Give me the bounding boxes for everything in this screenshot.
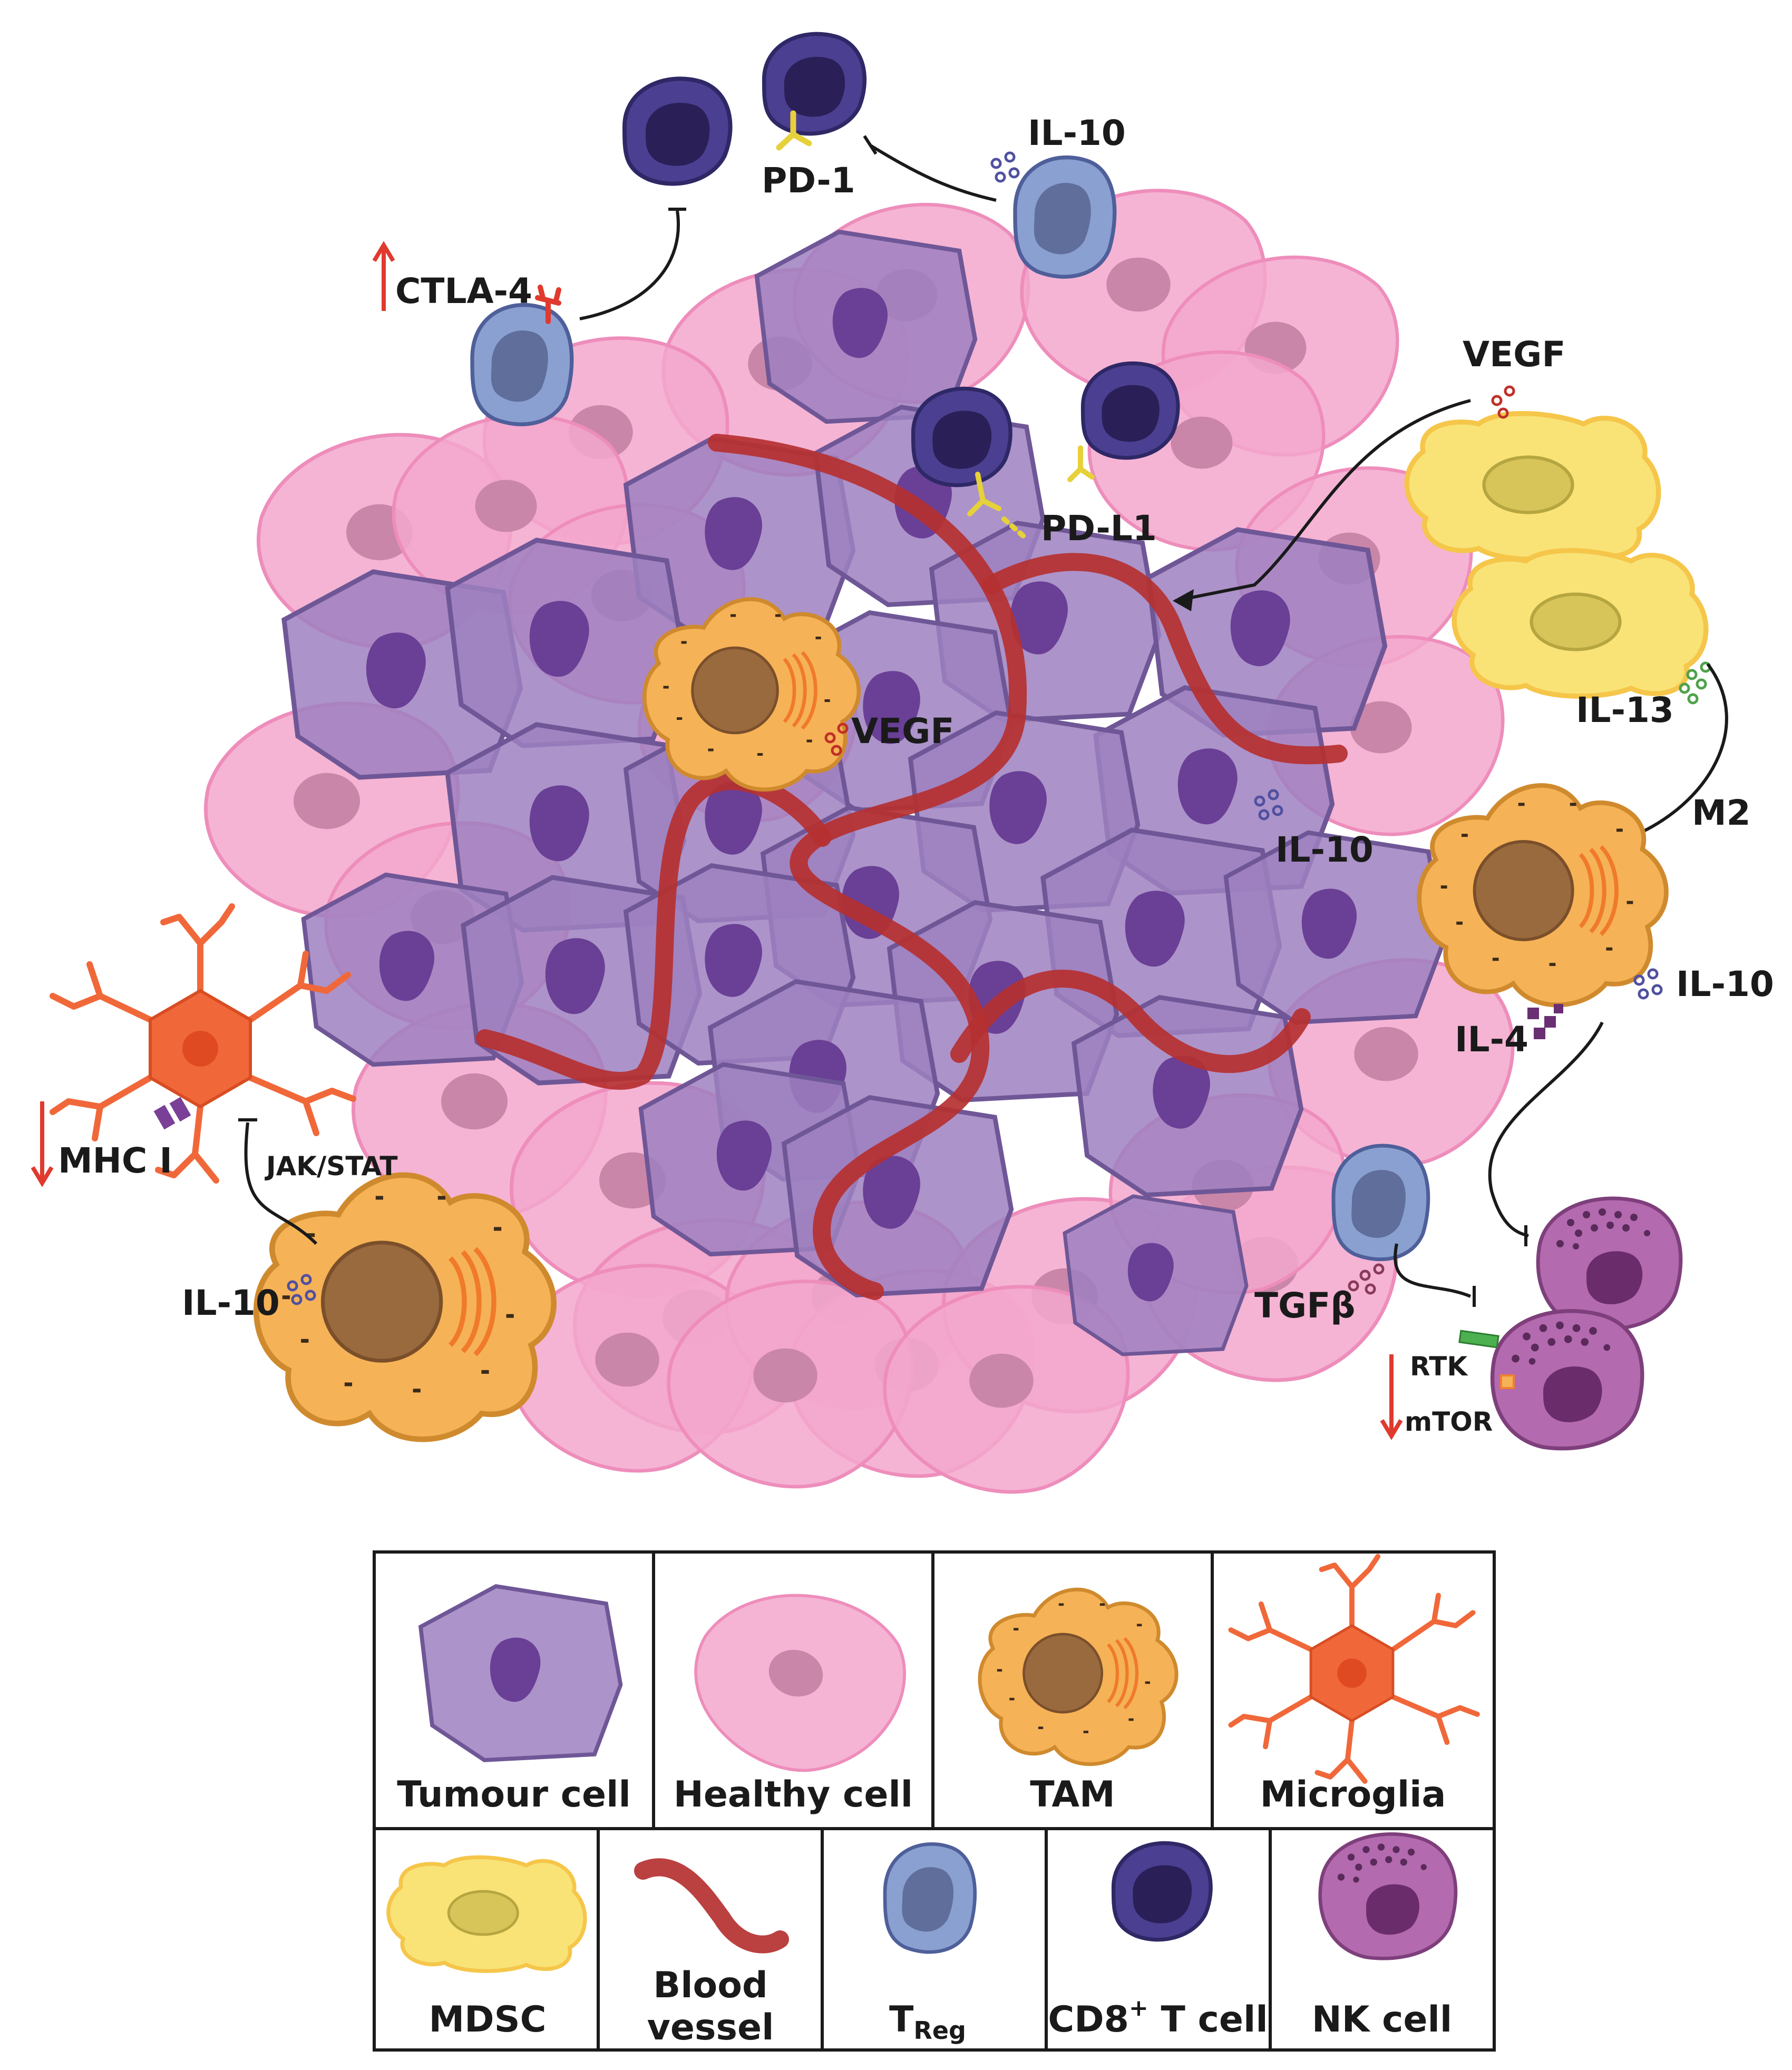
label-il4: IL-4: [1455, 1019, 1528, 1060]
blood-vessels: [476, 434, 1348, 1300]
legend-nk-icon: [1320, 1834, 1456, 1958]
label-mhc1: MHC I: [58, 1140, 172, 1181]
tam-center: [645, 599, 859, 789]
legend-label-healthy: Healthy cell: [674, 1774, 913, 1815]
legend-blood-vessel-icon: [634, 1858, 789, 1954]
legend-label-microglia: Microglia: [1260, 1774, 1446, 1815]
mtor-marker-icon: [1500, 1374, 1515, 1389]
label-il13: IL-13: [1576, 690, 1674, 730]
ctla4-receptor-icon: [535, 285, 561, 324]
legend-label-mdsc: MDSC: [429, 1999, 547, 2040]
legend-label-vessel: vessel: [647, 2007, 774, 2048]
tumour-mass: [206, 191, 1513, 1492]
legend-tam-icon: [980, 1589, 1176, 1764]
legend-cd8-icon: [1114, 1843, 1211, 1939]
legend-label-tumour: Tumour cell: [397, 1774, 631, 1815]
label-il10-right: IL-10: [1676, 964, 1774, 1004]
legend-treg-icon: [885, 1844, 975, 1952]
legend-label-treg: TReg: [889, 1999, 966, 2045]
legend-label-cd8: CD8+ T cell: [1048, 1995, 1268, 2040]
inhibit-arrow-tam-to-nk: [1488, 1021, 1604, 1246]
label-ctla4: CTLA-4: [395, 271, 532, 311]
tgfb-dots: [1348, 1263, 1385, 1295]
cd8-tcell-tumour-2: [1083, 363, 1179, 457]
legend-mdsc-icon: [388, 1857, 585, 1971]
il10-dots-top: [992, 153, 1018, 181]
cd8-tcell-tumour-1: [913, 388, 1011, 485]
nk-cell-bottom: [1493, 1311, 1642, 1449]
label-vegf-right: VEGF: [1463, 334, 1565, 375]
label-rtk: RTK: [1410, 1351, 1468, 1382]
inhibit-arrow-treg-to-nk: [1394, 1243, 1476, 1307]
label-vegf-center: VEGF: [851, 711, 954, 751]
label-jakstat: JAK/STAT: [265, 1151, 397, 1182]
m2-arrow: [1628, 663, 1728, 839]
treg-top: [1015, 158, 1115, 277]
legend-label-tam: TAM: [1030, 1774, 1115, 1815]
tam-left: [256, 1175, 553, 1439]
il4-squares: [1527, 1004, 1563, 1039]
vegf-arrow: [1175, 399, 1471, 602]
legend: Tumour cell Healthy cell TAM Microglia M…: [373, 1550, 1496, 2052]
mdsc-bottom: [1454, 551, 1706, 697]
inhibit-arrow-treg-to-cd8: [863, 135, 997, 202]
inhibit-arrow-ctla4: [579, 208, 686, 320]
inhibit-arrow-jakstat: [238, 1118, 318, 1245]
label-il10-left: IL-10: [182, 1283, 280, 1323]
treg-ctla4: [472, 305, 572, 424]
il13-dots: [1679, 661, 1711, 705]
pd1-top-icon: [776, 110, 812, 151]
legend-label-nk: NK cell: [1312, 1999, 1452, 2040]
label-pd1: PD-1: [762, 160, 855, 201]
down-arrow-mhc1: [31, 1101, 54, 1187]
mdsc-top: [1407, 414, 1659, 560]
label-tgfb: TGFβ: [1254, 1285, 1356, 1326]
vegf-arrow-head: [1173, 589, 1194, 611]
label-il10-center: IL-10: [1275, 829, 1374, 870]
label-il10-top: IL-10: [1028, 113, 1126, 153]
rtk-receptor-icon: [1458, 1330, 1499, 1349]
label-pdl1: PD-L1: [1041, 508, 1157, 549]
label-mtor: mTOR: [1405, 1407, 1493, 1437]
legend-label-blood: Blood: [653, 1965, 767, 2006]
cd8-tcell-top-left: [625, 79, 731, 183]
mhc1-molecule-icon: [153, 1097, 191, 1130]
treg-right: [1333, 1146, 1428, 1259]
pd1-receptor-icon: [967, 445, 1095, 540]
tam-right: [1419, 786, 1667, 1005]
legend-tumour-icon: [421, 1586, 621, 1760]
label-m2: M2: [1692, 793, 1751, 833]
cd8-tcell-top-right: [764, 34, 865, 133]
down-arrow-rtk-mtor: [1380, 1354, 1403, 1440]
up-arrow-ctla4: [372, 241, 395, 311]
